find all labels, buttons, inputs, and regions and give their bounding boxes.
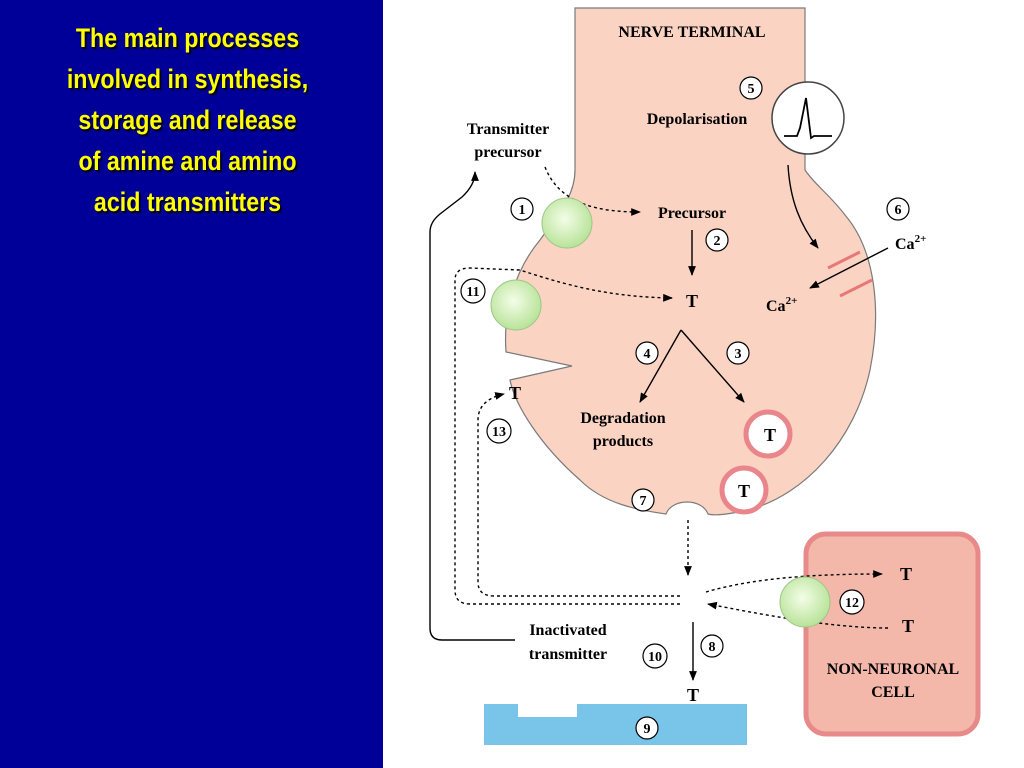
transmitter-label-leak: T: [509, 383, 521, 403]
non-neuronal-transporter: [779, 576, 831, 628]
non-neuronal-cell: [803, 531, 981, 737]
inactivated-transmitter-label-line-1: Inactivated: [529, 622, 606, 639]
svg-text:10: 10: [648, 650, 662, 665]
non-neuronal-cell-label-line-1: NON-NEURONAL: [827, 661, 959, 678]
ca-channel-lower: [839, 278, 873, 298]
vesicle-lower: [719, 465, 769, 515]
svg-text:4: 4: [644, 347, 651, 362]
step-marker-8: 8: [700, 634, 724, 658]
inactivated-transmitter-label-line-2: transmitter: [529, 646, 607, 663]
vesicle-transmitter-label-lower: T: [738, 481, 750, 501]
storage-arrow: [680, 329, 745, 403]
action-potential-trace: [784, 97, 832, 140]
non-neuronal-transmitter-label-top: T: [900, 564, 912, 584]
title-line-2: involved in synthesis,: [66, 64, 309, 94]
ca-influx-arrow: [809, 247, 889, 289]
reuptake-arrow: [454, 267, 680, 605]
transmitter-label-synthesised: T: [686, 291, 698, 311]
depolarisation-arrow: [787, 164, 819, 249]
svg-text:8: 8: [709, 640, 716, 655]
title-line-3: storage and release: [78, 105, 297, 135]
transmitter-label-receptor: T: [687, 685, 699, 705]
vesicle-transmitter-label-upper: T: [764, 425, 776, 445]
title-panel: The main processes involved in synthesis…: [0, 0, 383, 768]
title-line-1: The main processes: [75, 23, 300, 53]
ca-channel-upper: [827, 250, 861, 270]
degradation-arrow: [639, 329, 682, 403]
step-marker-13: 13: [486, 418, 512, 444]
svg-text:5: 5: [748, 82, 755, 97]
non-neuronal-transmitter-label-bottom: T: [902, 616, 914, 636]
svg-text:7: 7: [640, 494, 647, 509]
vesicle-upper: [743, 409, 793, 459]
precursor-label: Precursor: [658, 205, 726, 222]
svg-text:13: 13: [492, 425, 506, 440]
svg-text:1: 1: [519, 203, 526, 218]
reuptake-transporter: [490, 279, 542, 331]
degradation-products-label-line-1: Degradation: [580, 410, 665, 427]
leak-arrow: [477, 392, 680, 597]
title-line-4: of amine and amino: [78, 146, 297, 176]
target-membrane: [484, 704, 747, 745]
transmitter-precursor-label-line-2: precursor: [474, 144, 541, 161]
svg-text:3: 3: [735, 347, 742, 362]
title-line-5: acid transmitters: [93, 187, 282, 217]
step-marker-10: 10: [642, 643, 668, 669]
extracellular-calcium-label: Ca2+: [895, 233, 926, 253]
non-neuronal-uptake-arrow: [705, 570, 883, 593]
svg-text:2: 2: [714, 234, 721, 249]
non-neuronal-cell-label-line-2: CELL: [871, 684, 915, 701]
step-marker-11: 11: [460, 278, 486, 304]
step-marker-1: 1: [510, 197, 534, 221]
step-marker-2: 2: [705, 228, 729, 252]
svg-text:9: 9: [644, 722, 651, 737]
transmitter-process-diagram: NERVE TERMINAL Depolarisation Transmitte…: [429, 7, 981, 745]
depolarisation-label: Depolarisation: [647, 111, 748, 128]
precursor-uptake-return-arrow: [429, 171, 515, 641]
degradation-products-label-line-2: products: [593, 433, 653, 450]
step-marker-12: 12: [839, 589, 865, 615]
nerve-terminal-label: NERVE TERMINAL: [618, 24, 765, 41]
slide-title: The main processes involved in synthesis…: [35, 18, 340, 223]
svg-text:12: 12: [845, 596, 859, 611]
svg-text:6: 6: [895, 203, 902, 218]
step-marker-7: 7: [631, 488, 655, 512]
step-marker-9: 9: [635, 716, 659, 740]
step-marker-6: 6: [886, 197, 910, 221]
step-marker-3: 3: [726, 341, 750, 365]
precursor-transporter: [541, 197, 593, 249]
step-marker-4: 4: [635, 341, 659, 365]
svg-text:11: 11: [466, 285, 479, 300]
transmitter-precursor-label-line-1: Transmitter: [467, 121, 549, 138]
step-marker-5: 5: [739, 76, 763, 100]
intracellular-calcium-label: Ca2+: [766, 295, 797, 315]
